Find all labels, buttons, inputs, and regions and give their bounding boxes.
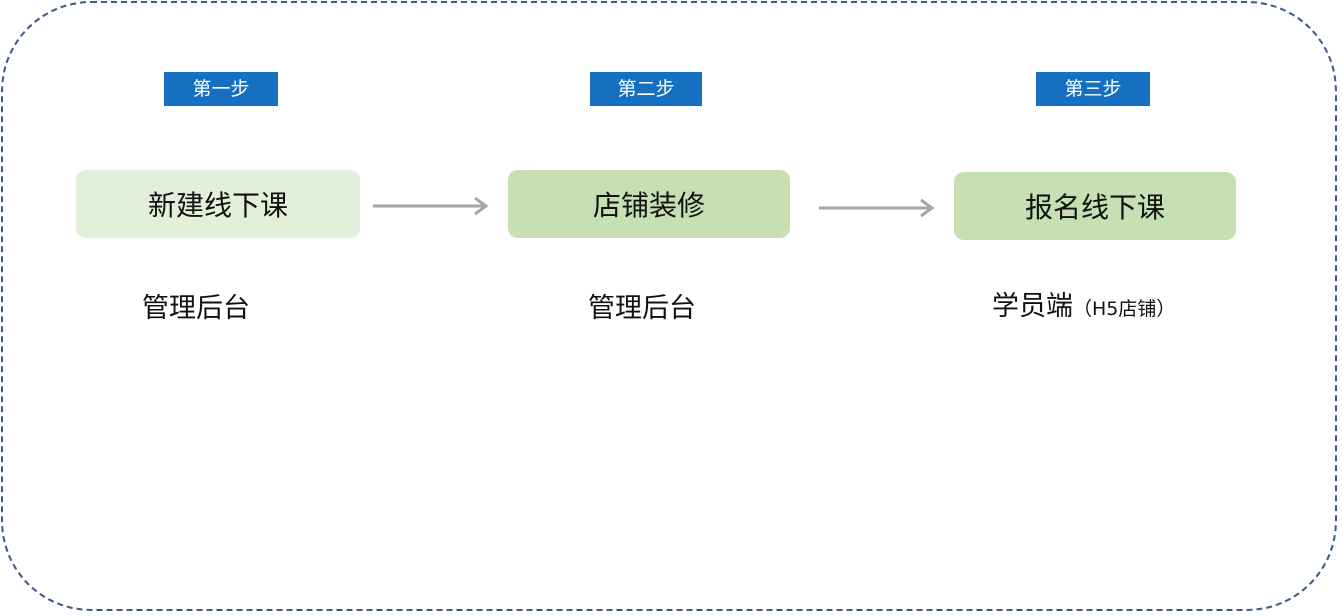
step-1-badge: 第一步	[164, 72, 278, 106]
step-3-caption-sub: （H5店铺）	[1073, 298, 1176, 320]
step-3-node-label: 报名线下课	[1024, 191, 1165, 224]
step-2-caption: 管理后台	[588, 286, 696, 325]
step-2-caption-text: 管理后台	[588, 293, 696, 324]
arrow-2-to-3	[819, 198, 935, 218]
step-2-badge: 第二步	[590, 72, 702, 106]
step-2-node-label: 店铺装修	[592, 189, 705, 222]
step-3-badge: 第三步	[1036, 72, 1150, 106]
step-3-caption-text: 学员端	[992, 291, 1073, 322]
step-1-caption-text: 管理后台	[142, 293, 250, 324]
step-2-node: 店铺装修	[508, 170, 790, 238]
arrow-1-to-2	[373, 196, 489, 216]
step-3-node: 报名线下课	[954, 172, 1236, 240]
step-1-node: 新建线下课	[76, 170, 360, 238]
step-1-node-label: 新建线下课	[147, 189, 288, 222]
step-3-caption: 学员端（H5店铺）	[992, 284, 1175, 323]
step-1-caption: 管理后台	[142, 286, 250, 325]
